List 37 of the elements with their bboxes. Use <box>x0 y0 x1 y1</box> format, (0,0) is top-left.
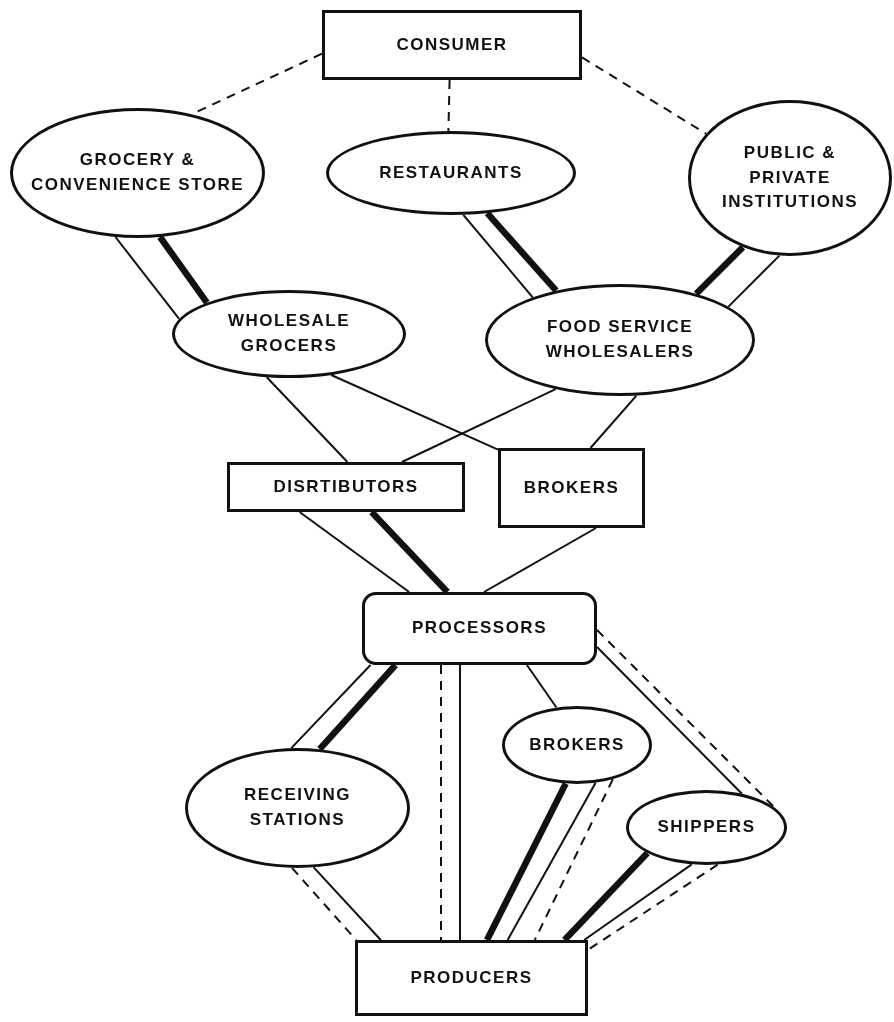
dashed-connector-line <box>447 79 451 132</box>
connector-line <box>290 664 372 750</box>
node-label: CONSUMER <box>396 33 508 56</box>
node-label: RECEIVING STATIONS <box>243 784 352 831</box>
connector-line <box>589 394 638 449</box>
node-label: SHIPPERS <box>657 816 756 839</box>
connector-line <box>583 863 693 941</box>
thick-connector-line <box>693 244 746 297</box>
box <box>498 448 645 528</box>
node-label: GROCERY & CONVENIENCE STORE <box>29 149 246 196</box>
connector-line <box>298 511 411 593</box>
connector-line <box>462 213 534 299</box>
node-label: WHOLESALE GROCERS <box>226 310 352 357</box>
node-label: PUBLIC & PRIVATE INSTITUTIONS <box>720 142 860 214</box>
box <box>227 462 465 512</box>
node-label: FOOD SERVICE WHOLESALERS <box>544 316 696 363</box>
dashed-connector-line <box>587 863 719 951</box>
node-label: PRODUCERS <box>410 966 533 989</box>
box <box>355 940 588 1016</box>
box <box>322 10 582 80</box>
node-label: RESTAURANTS <box>379 161 523 184</box>
node-label: PROCESSORS <box>412 617 547 640</box>
dashed-connector-line <box>596 629 776 809</box>
rounded-box <box>362 592 597 665</box>
node-label: BROKERS <box>529 733 625 756</box>
dashed-connector-line <box>533 778 614 941</box>
node-label: BROKERS <box>523 476 620 499</box>
thick-connector-line <box>484 782 569 942</box>
connector-line <box>265 376 349 463</box>
connector-line <box>459 664 461 941</box>
connector-line <box>400 388 557 463</box>
dashed-connector-line <box>291 866 358 941</box>
connector-line <box>727 254 781 308</box>
node-label: DISRTIBUTORS <box>273 475 419 498</box>
dashed-connector-line <box>440 664 442 941</box>
connector-line <box>483 527 597 593</box>
connector-line <box>312 866 382 941</box>
